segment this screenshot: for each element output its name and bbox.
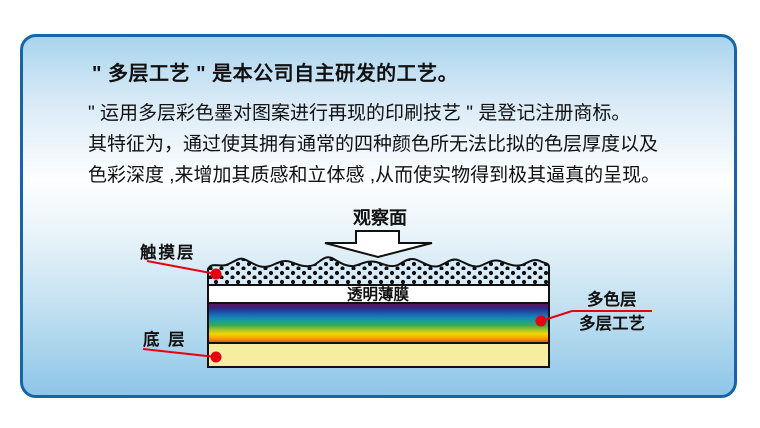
base-layer bbox=[207, 342, 550, 368]
page-title: " 多层工艺 " 是本公司自主研发的工艺。 bbox=[92, 63, 459, 85]
multilayer-process-label: 多层工艺 bbox=[579, 313, 645, 333]
base-layer-label: 底 层 bbox=[143, 329, 187, 349]
touch-layer-pointer-dot bbox=[210, 268, 222, 280]
layer-structure-diagram: 观察面 透明薄膜 触摸层 底 层 多色层 多层工艺 bbox=[139, 207, 652, 368]
touch-layer-shape bbox=[207, 256, 550, 286]
info-card: " 多层工艺 " 是本公司自主研发的工艺。 " 运用多层彩色墨对图案进行再现的印… bbox=[20, 34, 737, 398]
multicolor-pointer-line bbox=[540, 310, 652, 322]
description-paragraph: " 运用多层彩色墨对图案进行再现的印刷技艺 " 是登记注册商标。 其特征为，通过… bbox=[88, 98, 660, 191]
description-line: " 运用多层彩色墨对图案进行再现的印刷技艺 " 是登记注册商标。 bbox=[88, 103, 631, 124]
base-layer-pointer-line bbox=[142, 348, 217, 358]
multicolor-layer bbox=[207, 302, 550, 344]
touch-layer-label: 触摸层 bbox=[139, 242, 196, 262]
transparent-film-label: 透明薄膜 bbox=[347, 285, 410, 304]
observation-surface-label: 观察面 bbox=[353, 207, 407, 228]
description-line: 其特征为，通过使其拥有通常的四种颜色所无法比拟的色层厚度以及 bbox=[88, 134, 659, 155]
description-line: 色彩深度 ,来增加其质感和立体感 ,从而使实物得到极其逼真的呈现。 bbox=[88, 165, 661, 186]
touch-layer-pointer-line bbox=[146, 260, 217, 275]
multicolor-layer-label: 多色层 bbox=[587, 289, 637, 309]
base-layer-pointer-dot bbox=[210, 351, 222, 363]
multicolor-pointer-dot bbox=[535, 315, 547, 327]
down-arrow-icon bbox=[324, 230, 433, 259]
